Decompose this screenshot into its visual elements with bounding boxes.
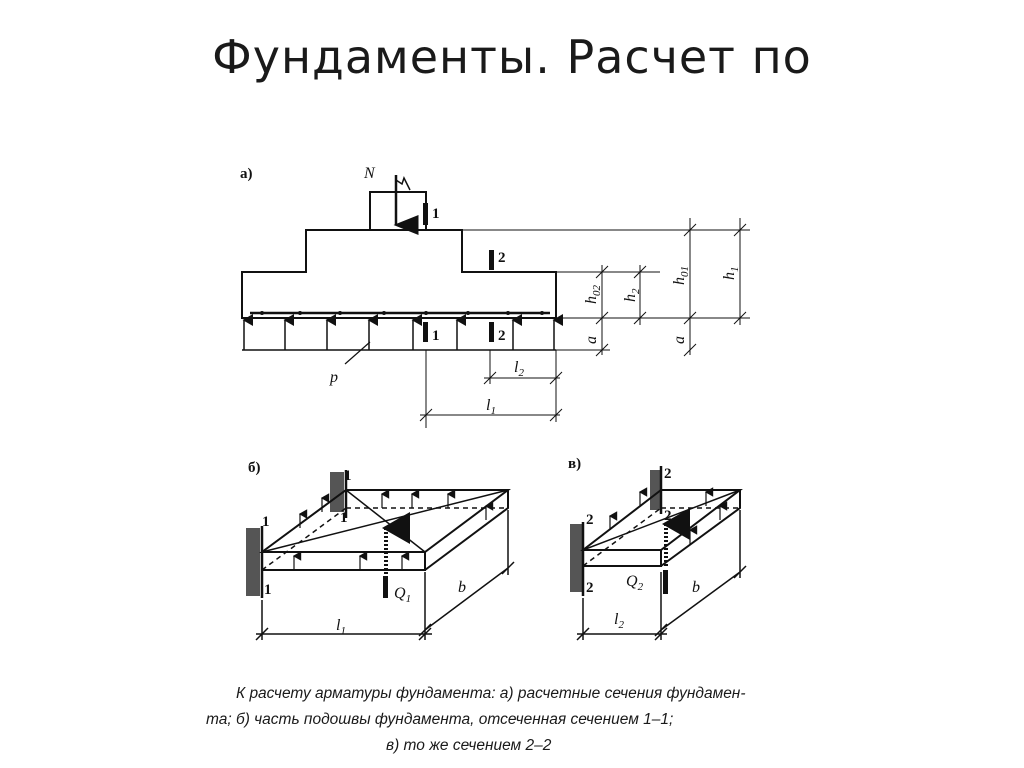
section-marks [423, 203, 494, 342]
svg-text:a: a [671, 336, 688, 344]
label-Q2: Q2 [626, 573, 644, 593]
v-section-2-mid: 2 [664, 508, 672, 524]
svg-text:h01: h01 [671, 266, 691, 285]
label-h01: h01 [671, 266, 691, 285]
svg-text:h2: h2 [622, 288, 642, 302]
label-N: N [363, 165, 376, 182]
section-2-label-top: 2 [498, 250, 506, 266]
panel-b-slab: б) [246, 460, 515, 641]
caption-line-2: та; б) часть подошвы фундамента, отсечен… [206, 711, 673, 728]
section-2-label-bottom: 2 [498, 328, 506, 344]
v-section-2-left-top: 2 [586, 512, 594, 528]
label-Q1: Q1 [394, 585, 411, 605]
dimension-lines-right [462, 218, 750, 357]
column-outline [369, 191, 427, 230]
label-l1-b: l1 [336, 617, 346, 637]
svg-text:a: a [583, 336, 600, 344]
section-1-label-top: 1 [432, 206, 440, 222]
label-h1: h1 [721, 267, 741, 281]
label-a-left: a [583, 336, 600, 344]
b-section-1-left-bottom: 1 [264, 582, 272, 598]
b-section-1-left-top: 1 [262, 514, 270, 530]
svg-text:h1: h1 [721, 267, 741, 281]
panel-a-section: а) [240, 166, 750, 428]
svg-text:h02: h02 [583, 285, 603, 305]
label-h02: h02 [583, 285, 603, 305]
slide-title: Фундаменты. Расчет по [212, 30, 812, 84]
v-section-2-left-bottom: 2 [586, 580, 594, 596]
dimension-lines-bottom [419, 350, 563, 428]
b-section-1-top: 1 [344, 468, 352, 484]
label-p: p [329, 369, 338, 386]
label-b-v: b [692, 579, 700, 596]
caption-line-3: в) то же сечением 2–2 [386, 737, 552, 754]
label-l2-a: l2 [514, 359, 524, 379]
label-h2: h2 [622, 288, 642, 302]
panel-a-label: а) [240, 166, 253, 182]
section-1-label-bottom: 1 [432, 328, 440, 344]
label-b-b: b [458, 579, 466, 596]
label-a-right: a [671, 336, 688, 344]
pressure-arrows [242, 314, 563, 350]
label-l1-a: l1 [486, 397, 496, 417]
b-section-1-mid: 1 [340, 510, 348, 526]
label-l2-v: l2 [614, 611, 624, 631]
rebar-dots [260, 311, 544, 315]
panel-v-slab: в) [568, 456, 747, 641]
panel-b-label: б) [248, 460, 261, 476]
caption-line-1: К расчету арматуры фундамента: а) расчет… [236, 685, 746, 702]
foundation-outline [241, 229, 557, 319]
panel-v-label: в) [568, 456, 581, 472]
v-section-2-top: 2 [664, 466, 672, 482]
